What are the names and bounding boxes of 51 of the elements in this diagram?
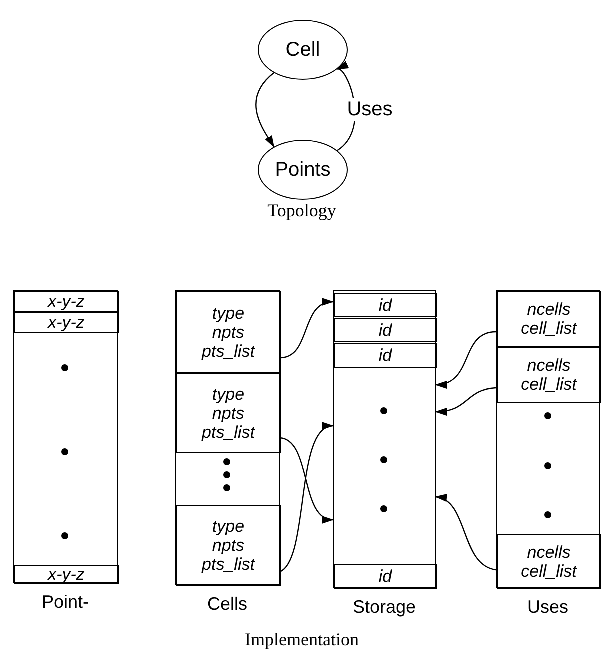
field-name: id [378, 567, 392, 586]
field-name: npts [212, 322, 245, 342]
record-entry [176, 505, 281, 586]
record-entry [334, 318, 437, 342]
record-entry [14, 565, 119, 584]
record-entry [334, 293, 437, 317]
arrow [435, 331, 496, 388]
field-name: ncells [527, 356, 571, 375]
field-name: id [378, 346, 392, 365]
record-entry [14, 291, 119, 312]
field-name: x-y-z [48, 565, 85, 584]
arrow [435, 496, 496, 571]
field-name: id [378, 320, 392, 340]
column-heading: Point- [40, 592, 90, 613]
field-name: pts_list [202, 342, 255, 360]
field-name: ncells [527, 542, 571, 562]
arrow [280, 300, 334, 359]
field-name: npts [212, 404, 245, 422]
record-entry [497, 291, 601, 347]
field-name: cell_list [521, 375, 577, 394]
column-heading: Storage [352, 597, 418, 618]
record-entry [14, 312, 119, 333]
field-name: id [378, 296, 392, 314]
field-name: type [212, 517, 245, 536]
record-entry [176, 291, 281, 373]
arrow [280, 425, 334, 572]
field-name: type [212, 304, 245, 322]
record-entry [334, 564, 437, 589]
arrow [435, 387, 496, 416]
record-entry [497, 534, 601, 589]
class-ellipse: Cell [258, 20, 348, 80]
field-name: type [212, 384, 245, 404]
record-entry [334, 343, 437, 368]
field-name: pts_list [202, 555, 255, 574]
field-name: pts_list [202, 422, 255, 442]
field-name: ncells [527, 300, 571, 319]
column-heading: Uses [526, 597, 570, 618]
field-name: x-y-z [48, 313, 85, 332]
record-entry [497, 347, 601, 403]
column-heading: Cells [206, 594, 248, 615]
field-name: cell_list [521, 562, 577, 580]
field-name: npts [212, 536, 245, 555]
field-name: cell_list [521, 319, 577, 338]
arrow [256, 72, 275, 148]
record-entry [176, 373, 281, 453]
class-ellipse: Points [258, 140, 348, 200]
field-name: x-y-z [48, 292, 85, 311]
arrow [280, 437, 334, 522]
edge-label: Uses [346, 98, 394, 122]
section-caption: Topology [268, 200, 336, 222]
section-caption: Implementation [245, 630, 359, 650]
